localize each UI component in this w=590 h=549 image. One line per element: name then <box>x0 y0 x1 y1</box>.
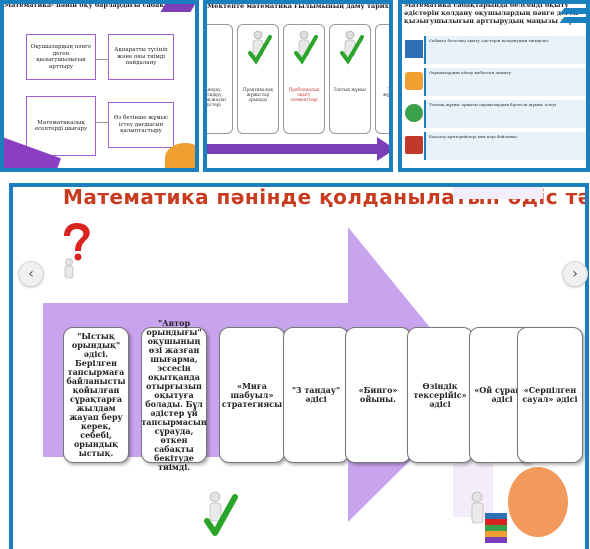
info-band: Бағалау критерийлері мен кері байланыс <box>424 132 586 160</box>
method-card: "Ыстық орындық" әдісі. Берілген тапсырма… <box>63 327 129 463</box>
chevron-right-icon: › <box>572 266 578 282</box>
person-check-icon <box>294 30 318 65</box>
question-person-icon <box>64 223 90 279</box>
info-band: Сабақта белсенді оқыту әдістерін қолдану… <box>424 36 586 64</box>
connector-line <box>96 59 108 60</box>
connector-line <box>96 122 108 123</box>
arrow-shape <box>207 144 378 154</box>
method-card: "3 тандау" әдісі <box>283 327 349 463</box>
method-card: Өзіндік тексерійіс» әдісі <box>407 327 473 463</box>
person-check-icon <box>248 30 272 65</box>
decorative-stripe <box>559 17 586 23</box>
chevron-left-icon: ‹ <box>28 266 34 282</box>
carousel-prev-button[interactable]: ‹ <box>18 261 44 287</box>
carousel-next-button[interactable]: › <box>562 261 588 287</box>
person-check-icon <box>340 30 364 65</box>
person-books-icon <box>471 491 507 543</box>
method-card: Практикалық жұмыстар орындау <box>237 24 279 134</box>
thumbnail-title: Математика сабақтарында белсенді оқыту ә… <box>404 1 579 25</box>
decorative-stripe <box>559 8 586 14</box>
info-band: Оқушылардың ойлау қабілетін дамыту <box>424 68 586 96</box>
thumbnail-title: Математика- пәнін оқу барлардағы сабақты… <box>4 1 194 9</box>
slide-thumbnail-1[interactable]: Математика- пәнін оқу барлардағы сабақты… <box>0 0 199 172</box>
goal-box: Өз бетінше жұмыс істеу дағдысын қалыптас… <box>108 102 174 148</box>
decorative-shape <box>165 143 195 168</box>
method-card: «Бинго» ойыны. <box>345 327 411 463</box>
checklist-icon <box>405 136 423 154</box>
main-slide: Математика пәнінде қолданылатын әдіс тәс… <box>9 183 589 549</box>
decorative-shape <box>453 187 543 199</box>
method-card: Проблемалық оқыту элементтері <box>283 24 325 134</box>
monitor-icon <box>405 40 423 58</box>
goal-box: Оқушылардың пәнге деген қызығушылығын ар… <box>26 34 96 80</box>
decorative-bar <box>160 4 195 12</box>
pencil-icon <box>405 72 423 90</box>
goal-box: Математикалық есептерді шығару <box>26 96 96 156</box>
method-card: "Автор орындығы" оқушының өзі жазған шығ… <box>141 318 207 472</box>
decorative-circle <box>508 467 568 537</box>
slide-thumbnail-3[interactable]: Математика сабақтарында белсенді оқыту ә… <box>398 0 590 172</box>
info-band: Топтық жұмыс арқылы оқушылардың бірлесіп… <box>424 100 586 128</box>
team-icon <box>405 104 423 122</box>
method-card: Топтық жұмыс <box>329 24 371 134</box>
method-card: Зерттеу жұмыстары <box>375 24 389 134</box>
goal-box: Ақпаратты түсініп және оны тиімді пайдал… <box>108 34 174 80</box>
slide-thumbnail-2[interactable]: Мектепте математика ғылымының даму тарих… <box>203 0 393 172</box>
arrow-head <box>377 137 389 161</box>
method-card: «Миға шабуыл» стратегиясы <box>219 327 285 463</box>
method-card: «Серпілген сауал» әдісі <box>517 327 583 463</box>
person-check-icon <box>204 491 238 536</box>
thumbnail-title: Мектепте математика ғылымының даму тарих… <box>207 2 389 10</box>
method-card: Баяндау, түсіндіру, сұрақ-жауап әдістері <box>207 24 233 134</box>
